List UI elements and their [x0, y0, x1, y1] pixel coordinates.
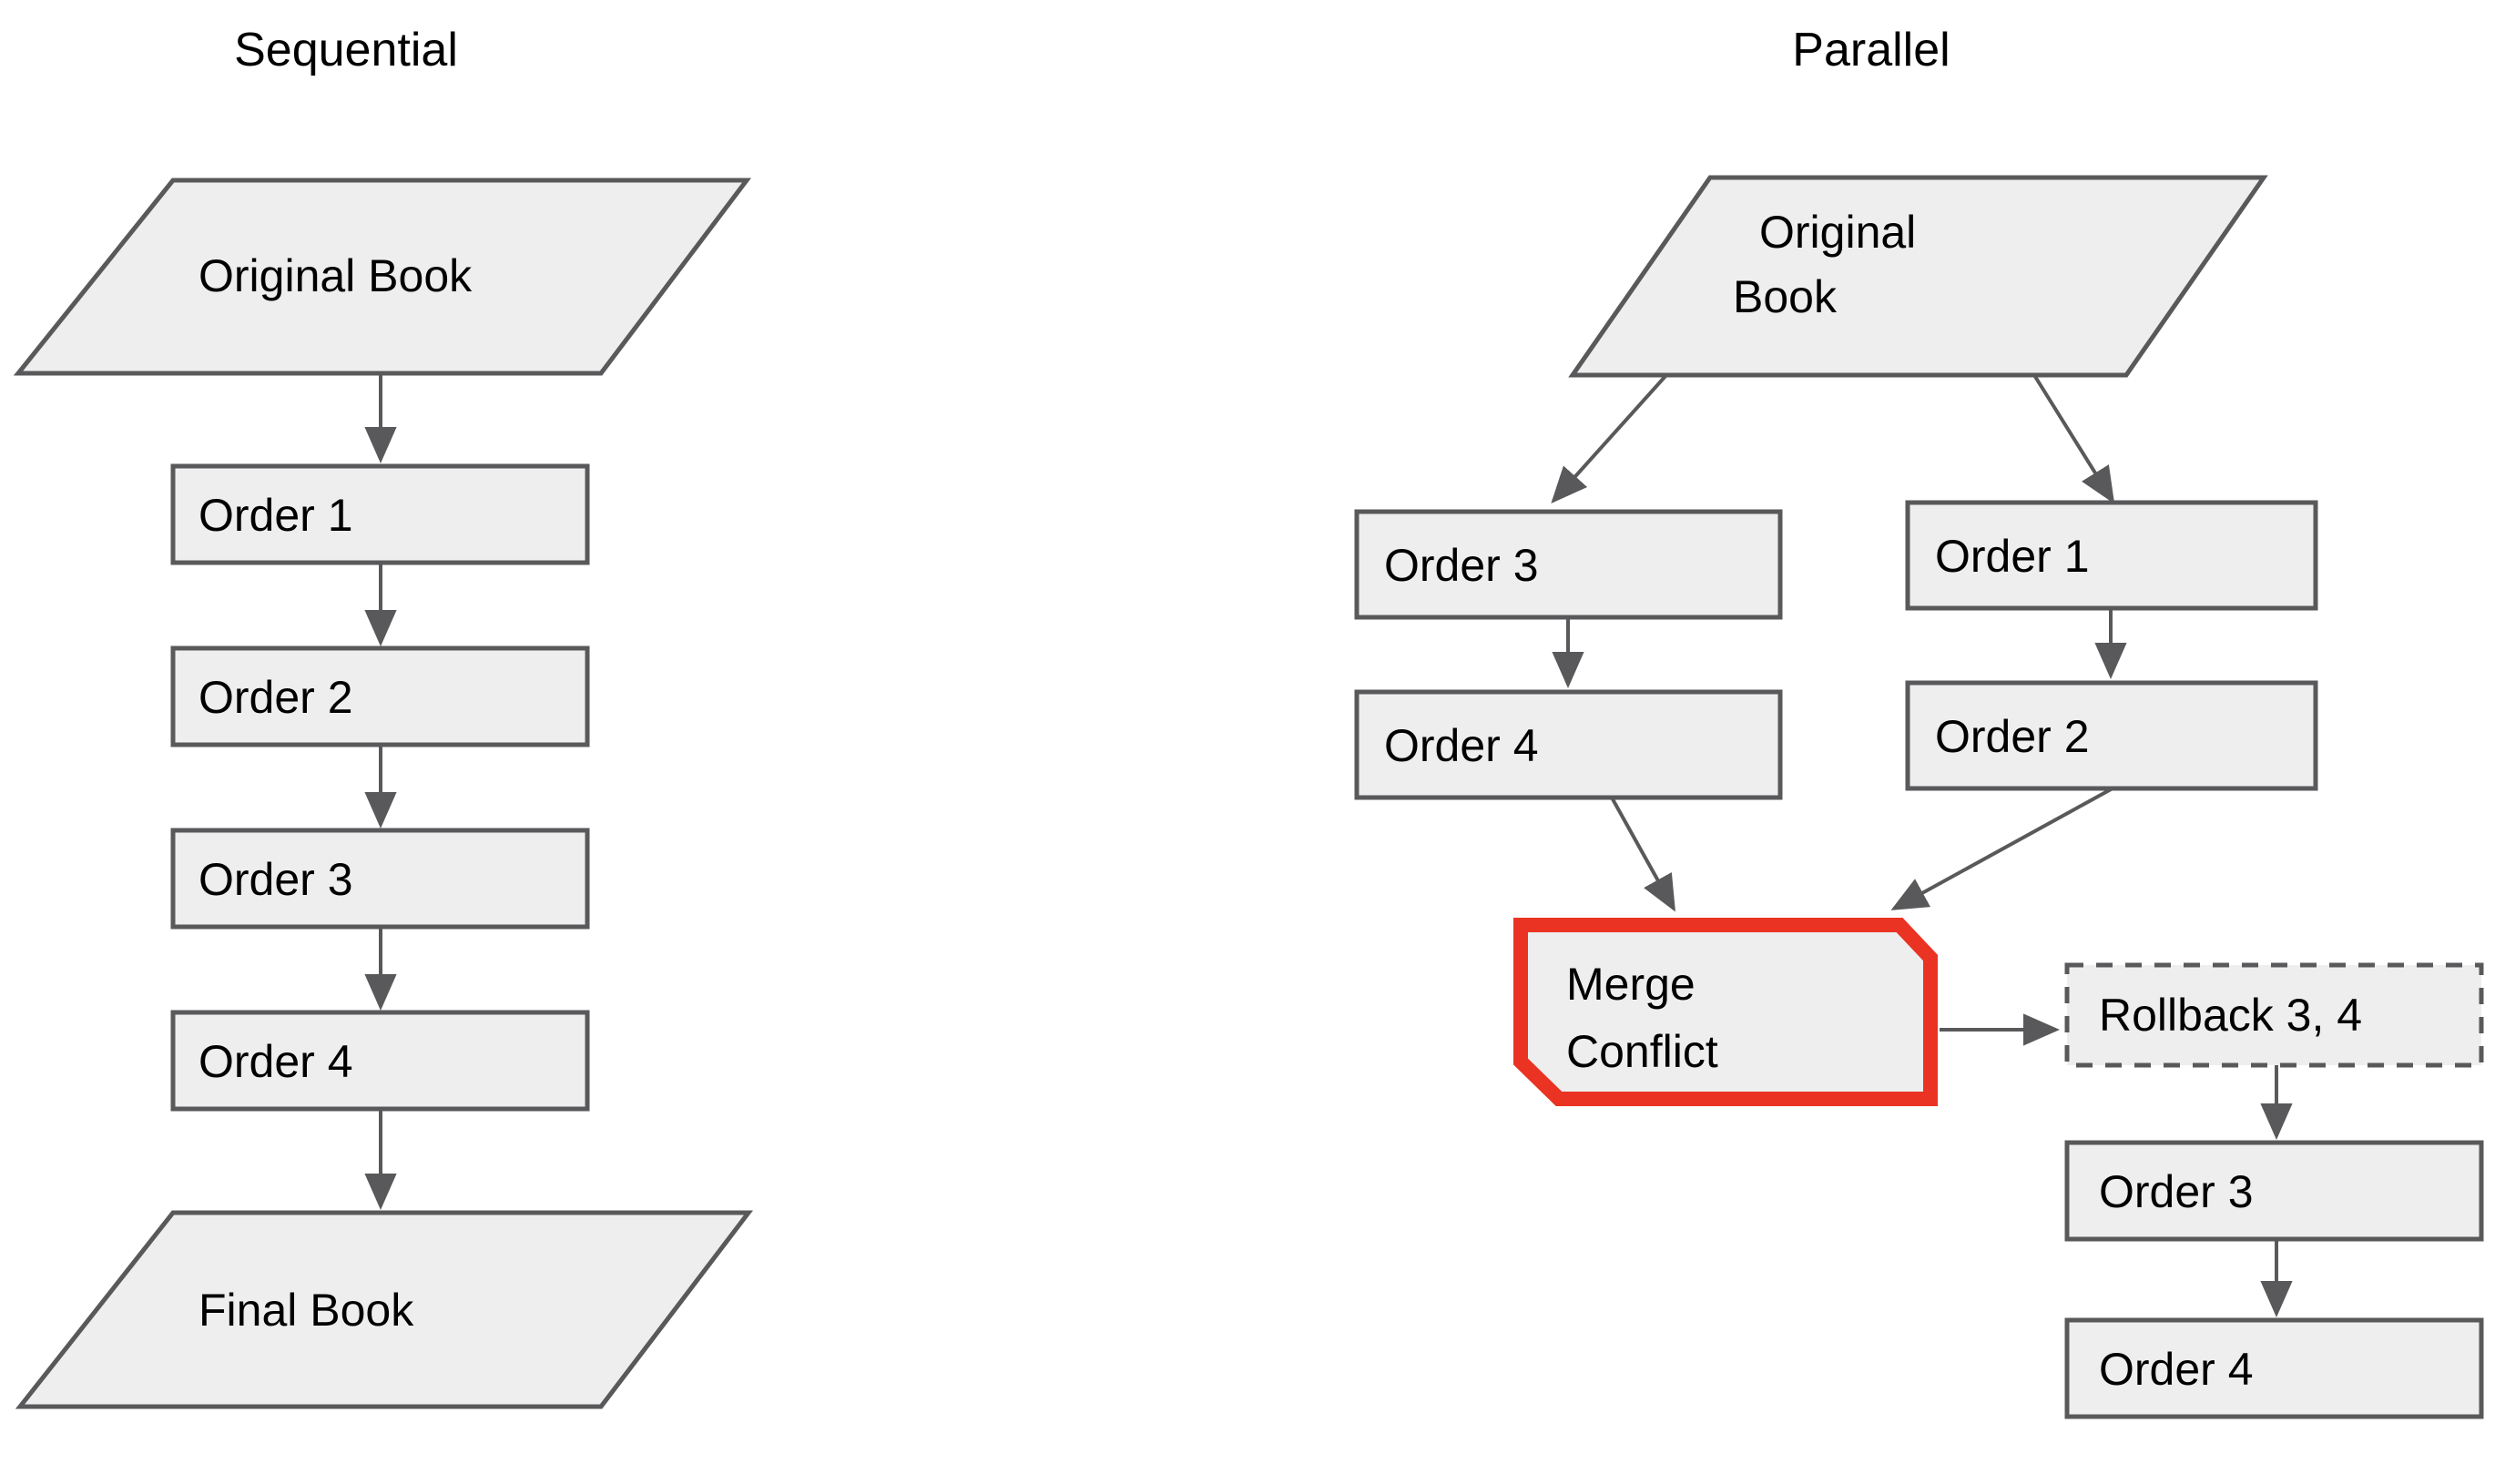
rectangle-shape — [1905, 500, 2318, 611]
column-title-parallel: Parallel — [1792, 24, 1950, 76]
node-parallel-branch-right-order-2[interactable]: Order 2 — [1905, 680, 2318, 791]
node-parallel-original-book[interactable]: Original Book — [1568, 175, 2268, 378]
edge-order4-to-merge-conflict — [1610, 797, 1675, 912]
node-label: Order 2 — [199, 672, 353, 723]
parallelogram-shape — [15, 1210, 754, 1409]
node-recovery-order-3[interactable]: Order 3 — [2064, 1140, 2484, 1242]
node-sequential-final-book[interactable]: Final Book — [15, 1210, 754, 1409]
dashed-rectangle-shape — [2064, 962, 2484, 1068]
column-title-sequential: Sequential — [234, 24, 458, 76]
rectangle-shape — [170, 1010, 590, 1112]
node-rollback[interactable]: Rollback 3, 4 — [2064, 962, 2484, 1068]
edge-original-to-branch-left — [1551, 373, 1668, 503]
node-label: Order 4 — [1384, 720, 1539, 771]
rectangle-shape — [1354, 689, 1783, 800]
node-label-line-2: Conflict — [1566, 1026, 1718, 1077]
node-sequential-original-book[interactable]: Original Book — [13, 178, 752, 376]
node-label: Original Book — [199, 250, 473, 301]
edge-order2-to-merge-conflict — [1890, 787, 2113, 910]
node-label: Order 1 — [1935, 531, 2090, 582]
rectangle-shape — [170, 828, 590, 930]
node-sequential-order-2[interactable]: Order 2 — [170, 645, 590, 747]
node-label: Rollback 3, 4 — [2099, 990, 2362, 1041]
node-label: Final Book — [199, 1285, 414, 1336]
rectangle-shape — [170, 463, 590, 565]
rectangle-shape — [170, 645, 590, 747]
node-label-line-1: Merge — [1566, 959, 1696, 1010]
node-label: Order 4 — [199, 1036, 353, 1087]
rectangle-shape — [1354, 509, 1783, 620]
node-label-line-1: Original — [1759, 207, 1916, 258]
node-parallel-branch-left-order-3[interactable]: Order 3 — [1354, 509, 1783, 620]
rectangle-shape — [2064, 1317, 2484, 1419]
parallelogram-shape — [1568, 175, 2268, 378]
node-label: Order 3 — [1384, 540, 1539, 591]
node-parallel-branch-left-order-4[interactable]: Order 4 — [1354, 689, 1783, 800]
edge-original-to-branch-right — [2032, 373, 2115, 504]
node-label-line-2: Book — [1733, 271, 1838, 322]
node-sequential-order-1[interactable]: Order 1 — [170, 463, 590, 565]
node-label: Order 4 — [2099, 1344, 2254, 1395]
node-label: Order 3 — [199, 854, 353, 905]
node-sequential-order-4[interactable]: Order 4 — [170, 1010, 590, 1112]
node-label: Order 3 — [2099, 1166, 2254, 1217]
node-label: Order 2 — [1935, 711, 2090, 762]
node-label: Order 1 — [199, 490, 353, 541]
node-sequential-order-3[interactable]: Order 3 — [170, 828, 590, 930]
alert-chamfered-shape — [1513, 918, 1938, 1106]
parallelogram-shape — [13, 178, 752, 376]
rectangle-shape — [2064, 1140, 2484, 1242]
node-parallel-branch-right-order-1[interactable]: Order 1 — [1905, 500, 2318, 611]
node-recovery-order-4[interactable]: Order 4 — [2064, 1317, 2484, 1419]
node-merge-conflict[interactable]: Merge Conflict — [1513, 918, 1938, 1106]
